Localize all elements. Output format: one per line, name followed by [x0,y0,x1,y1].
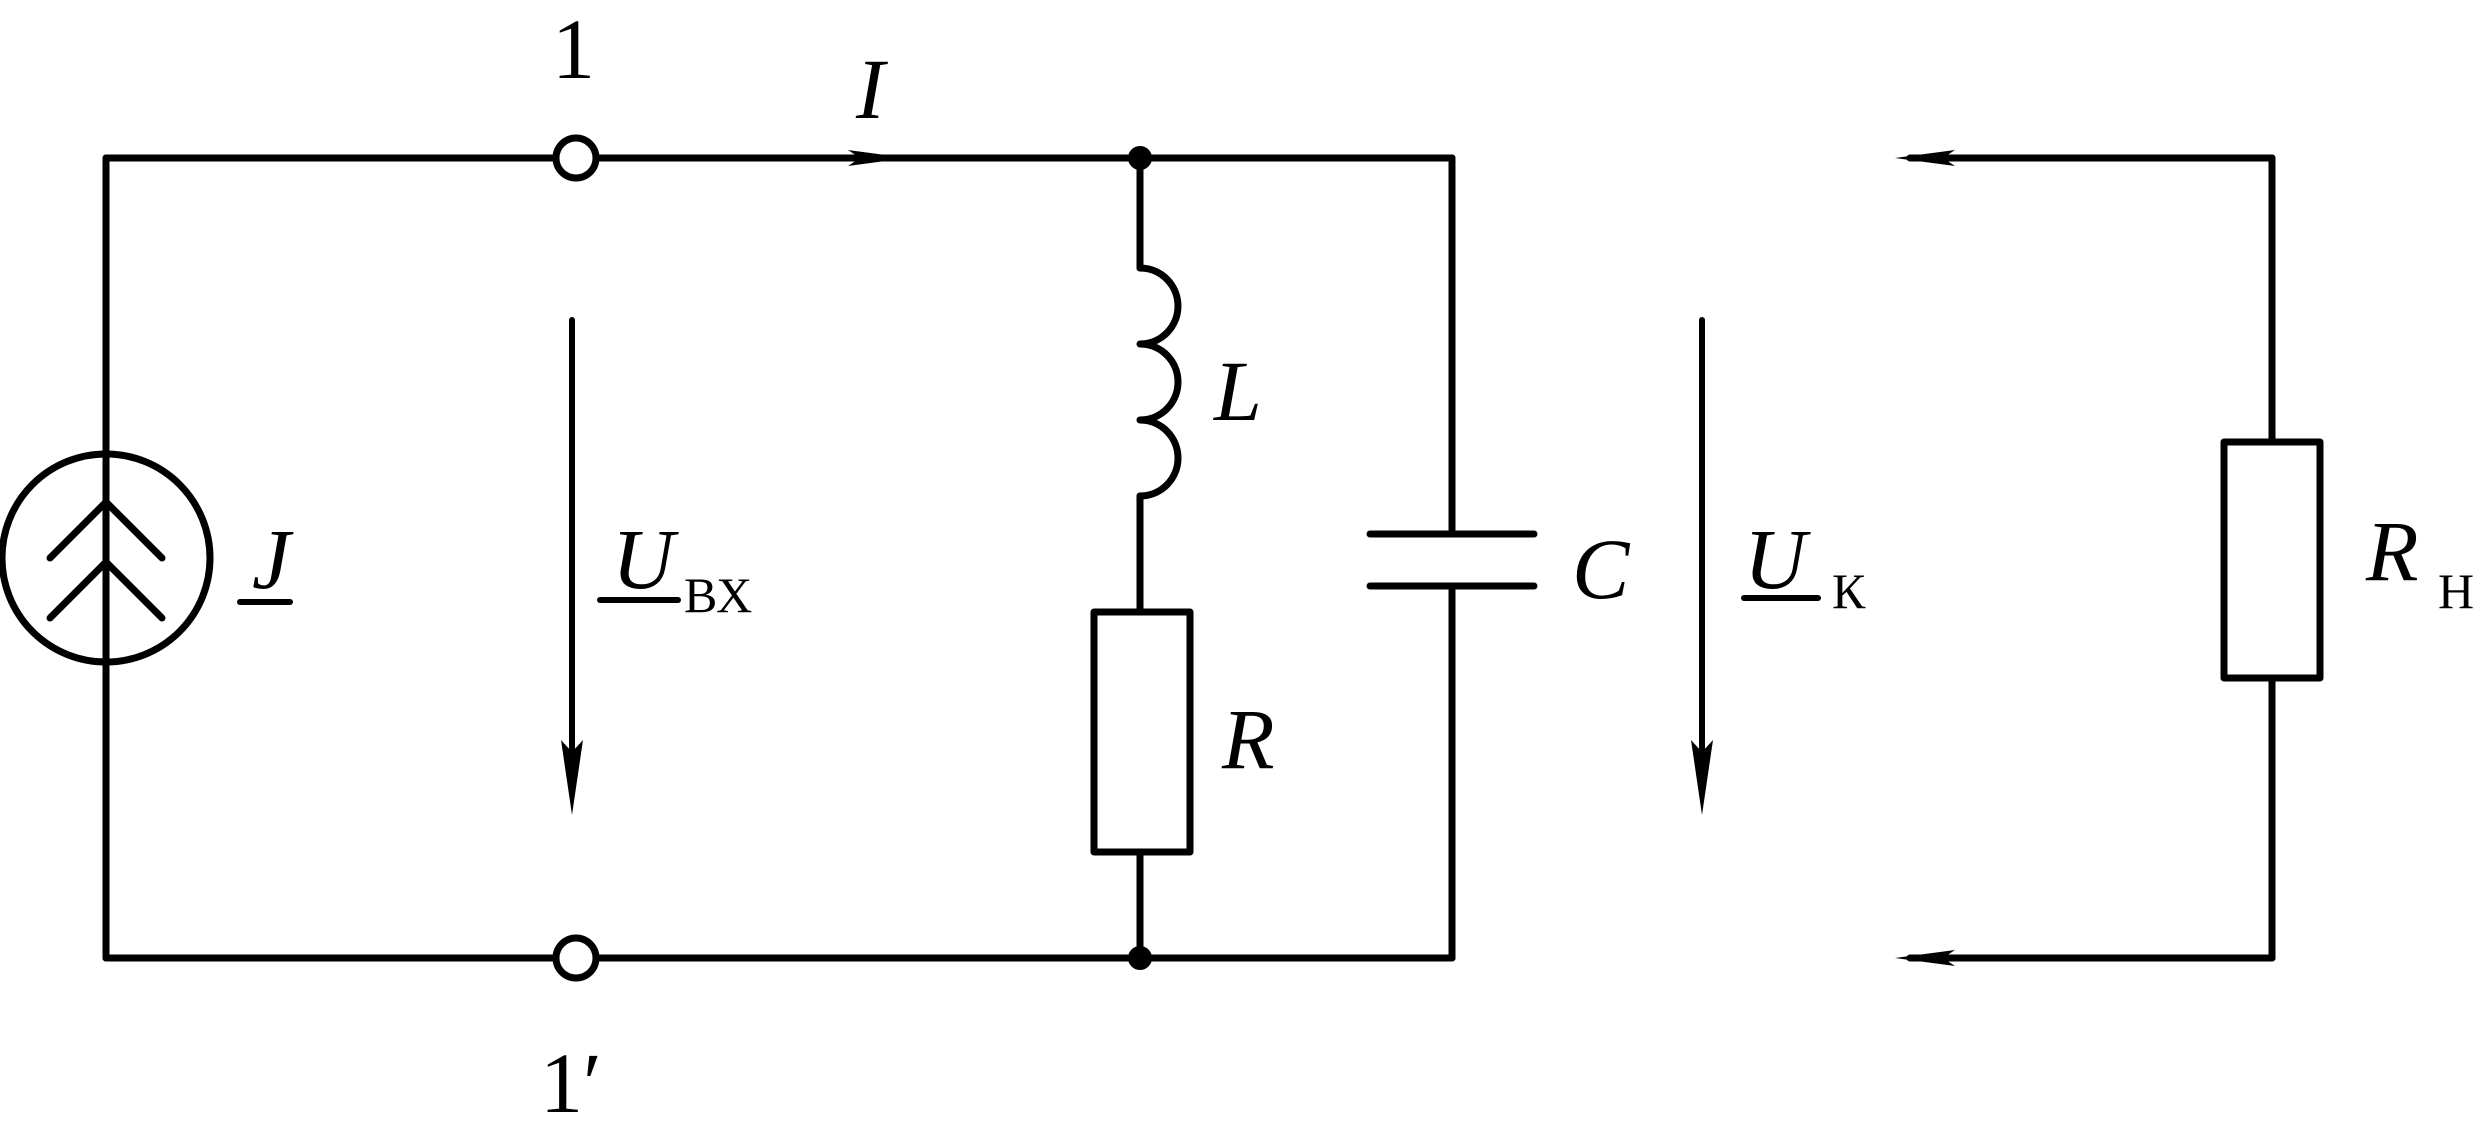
svg-text:U: U [612,511,679,607]
source-label: J [237,511,294,607]
inductor-L [1136,154,1182,616]
terminal-1-prime [552,934,600,982]
svg-text:J: J [252,511,294,607]
svg-text:U: U [1744,511,1811,607]
inductor-label: L [1212,343,1262,439]
current-arrow [848,150,908,166]
node-label-1: 1 [552,1,595,97]
input-voltage-label: U ВХ [597,511,752,623]
capacitor-label: C [1572,521,1631,617]
current-label: I [855,41,888,137]
circuit-voltage-arrow [1691,317,1713,815]
circuit-voltage-label: U К [1741,511,1866,619]
svg-text:R: R [2365,503,2419,599]
svg-text:К: К [1832,563,1866,619]
load-wire-top [1895,150,2276,166]
resistor-R [1090,608,1194,962]
svg-text:Н: Н [2438,563,2474,619]
svg-text:ВХ: ВХ [684,567,752,623]
node-label-1-prime: 1′ [540,1035,602,1122]
load-label: R Н [2365,503,2474,619]
input-voltage-arrow [561,317,583,815]
load-wire-bottom [1895,950,2276,966]
load-resistor [2220,154,2324,962]
capacitor-C [1366,154,1538,962]
resistor-label: R [1221,691,1275,787]
terminal-1 [552,134,600,182]
current-source-J [0,450,214,666]
